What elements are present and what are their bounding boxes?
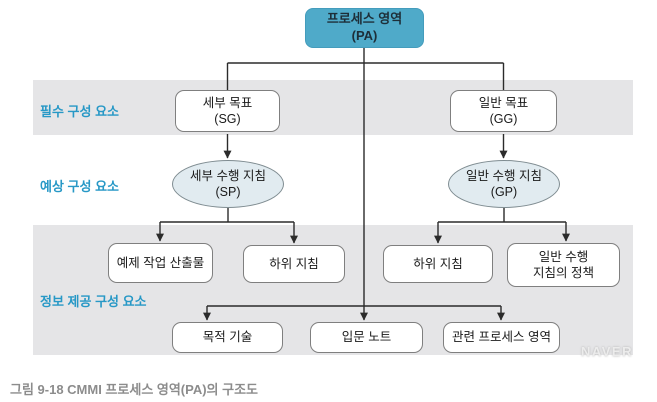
node-process-area-abbr: (PA): [351, 28, 378, 43]
node-example-work-products: 예제 작업 산출물: [108, 243, 213, 283]
node-purpose-statement-label: 목적 기술: [202, 330, 253, 345]
figure-caption: 그림 9-18 CMMI 프로세스 영역(PA)의 구조도: [10, 382, 259, 397]
band-label-required: 필수 구성 요소: [40, 104, 119, 119]
node-gp-policy-line2: 지침의 정책: [533, 266, 594, 280]
node-generic-goals-label: 일반 목표: [478, 95, 529, 110]
band-label-expected: 예상 구성 요소: [40, 179, 119, 194]
node-gp-policy-line1: 일반 수행: [538, 249, 589, 264]
node-example-work-products-label: 예제 작업 산출물: [116, 255, 205, 270]
node-related-process-areas: 관련 프로세스 영역: [443, 322, 560, 353]
node-subpractices-right: 하위 지침: [383, 245, 493, 283]
node-gp-policy: 일반 수행 지침의 정책: [507, 243, 620, 287]
node-subpractices-left: 하위 지침: [243, 245, 345, 283]
node-specific-goals-label: 세부 목표: [202, 95, 253, 110]
node-related-process-areas-label: 관련 프로세스 영역: [452, 330, 551, 345]
node-specific-practices-abbr: (SP): [215, 185, 241, 199]
node-subpractices-left-label: 하위 지침: [269, 256, 319, 271]
node-specific-practices: 세부 수행 지침 (SP): [172, 160, 284, 208]
naver-watermark: NAVER: [580, 344, 633, 359]
node-process-area-title: 프로세스 영역: [326, 11, 403, 27]
node-generic-practices: 일반 수행 지침 (GP): [448, 160, 560, 208]
node-specific-practices-label: 세부 수행 지침: [190, 168, 266, 183]
band-label-informative: 정보 제공 구성 요소: [40, 294, 147, 309]
node-generic-practices-label: 일반 수행 지침: [466, 168, 542, 183]
node-process-area: 프로세스 영역 (PA): [305, 8, 424, 48]
node-generic-goals-abbr: (GG): [489, 112, 518, 126]
node-specific-goals-abbr: (SG): [214, 112, 241, 126]
node-subpractices-right-label: 하위 지침: [413, 256, 463, 271]
node-introductory-notes: 입문 노트: [310, 322, 423, 353]
node-purpose-statement: 목적 기술: [172, 322, 283, 353]
node-specific-goals: 세부 목표 (SG): [175, 90, 280, 132]
node-introductory-notes-label: 입문 노트: [341, 330, 392, 345]
node-generic-goals: 일반 목표 (GG): [450, 90, 557, 132]
node-generic-practices-abbr: (GP): [490, 185, 518, 199]
